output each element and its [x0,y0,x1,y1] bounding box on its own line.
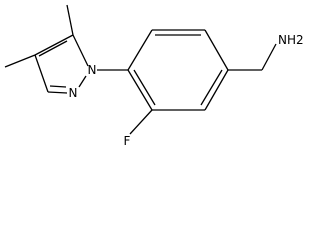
bond-n1-c5 [72,34,89,67]
chemical-structure-diagram: N N F NH2 [4,4,304,148]
bond-ar3-ar4 [204,29,229,71]
pyrazole-ring [34,34,89,94]
bond-ar6-ar1-inner [133,69,156,106]
bond-ar1-ar2 [127,29,153,71]
atom-label-n2: N [69,86,78,100]
bond-c5-methyl [66,4,74,36]
bond-n2-n1 [78,75,87,88]
bond-ar6-fluorine [129,109,153,135]
bond-c3-n2-double [49,85,67,88]
bond-c5-c4 [34,34,74,56]
benzene-ring [127,29,229,111]
bond-ch2-amine [261,43,277,71]
bond-ar4-ar5 [204,69,229,111]
atom-label-amine: NH2 [278,33,304,47]
bond-c4-c3 [34,54,49,93]
bond-c3-n2 [47,91,68,94]
bond-c3-methyl [4,54,36,68]
bond-c4-c3-double [38,40,68,57]
atom-label-fluorine: F [124,134,131,148]
bond-ar4-ar5-inner [200,69,223,106]
atom-label-n1: N [88,63,97,77]
bond-ar6-ar1 [127,69,153,111]
